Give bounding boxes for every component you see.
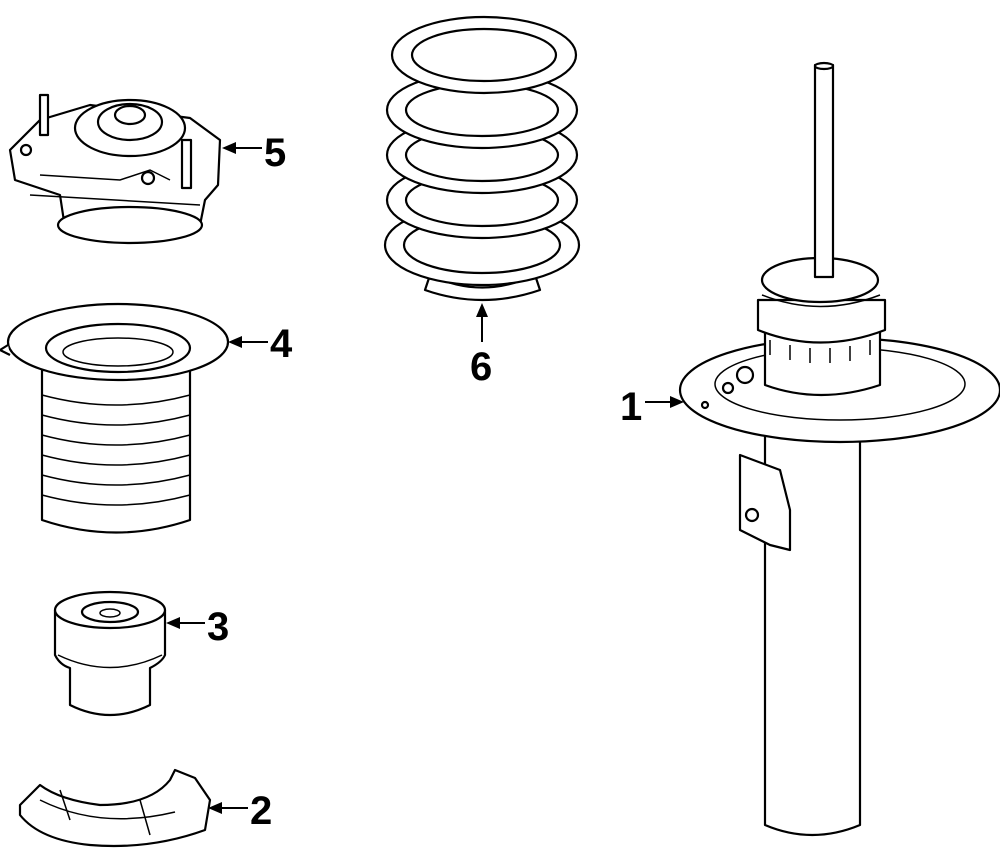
callout-label-3: 3	[207, 605, 229, 649]
arrowhead-icon	[222, 142, 236, 154]
arrowhead-icon	[228, 336, 242, 348]
callout-label-5: 5	[264, 131, 286, 175]
callout-5: 5	[222, 131, 286, 175]
part-5-strut-mount	[8, 93, 222, 245]
part-2-spring-seat	[18, 768, 212, 848]
part-6-coil-spring	[383, 15, 581, 302]
callout-label-4: 4	[270, 322, 293, 366]
callout-3: 3	[166, 605, 229, 649]
callout-1: 1	[620, 385, 684, 429]
callout-label-2: 2	[250, 789, 272, 833]
part-1-strut-assembly	[678, 61, 1000, 837]
part-4-dust-boot	[0, 302, 230, 534]
arrowhead-icon	[670, 396, 684, 408]
callout-label-1: 1	[620, 385, 642, 429]
arrowhead-icon	[166, 617, 180, 629]
callout-4: 4	[228, 322, 293, 366]
part-3-bump-stop	[53, 590, 167, 717]
arrowhead-icon	[208, 802, 222, 814]
arrowhead-icon	[476, 303, 488, 317]
callout-6: 6	[470, 303, 492, 389]
callout-label-6: 6	[470, 345, 492, 389]
callout-2: 2	[208, 789, 272, 833]
